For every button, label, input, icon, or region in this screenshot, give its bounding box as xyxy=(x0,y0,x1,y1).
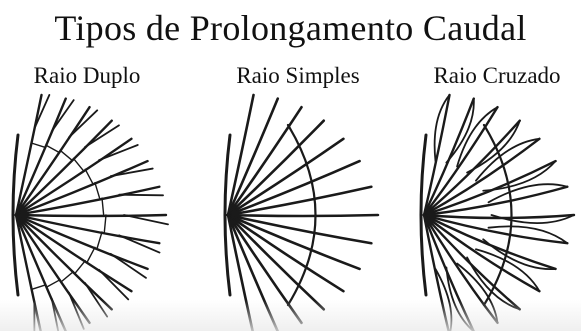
fin-ray xyxy=(422,105,499,217)
fin-ray xyxy=(226,185,373,217)
fin-base-spine xyxy=(223,133,232,297)
fin-ray-cross xyxy=(482,238,557,270)
fin-ray xyxy=(14,159,149,217)
fin-ray-cross xyxy=(487,225,569,245)
fin-ray xyxy=(422,137,541,217)
fin-ray xyxy=(422,93,451,217)
fin-ray-link xyxy=(94,181,101,200)
fin-ray-link xyxy=(72,157,84,172)
fin-ray xyxy=(14,97,67,217)
fin-ray-branch xyxy=(118,193,164,197)
fin-ray-cross xyxy=(433,94,451,162)
fin-ray xyxy=(226,213,361,271)
fin-ray xyxy=(226,93,255,217)
fin-ray xyxy=(14,213,113,311)
background-haze xyxy=(0,300,581,331)
fin-ray xyxy=(226,105,303,217)
fin-ray xyxy=(422,159,557,217)
fin-ray xyxy=(226,213,345,293)
fin-ray-branch xyxy=(109,252,147,279)
fin-ray-link xyxy=(31,284,47,290)
fin-ray xyxy=(14,105,91,217)
fin-label-raio-duplo: Raio Duplo xyxy=(33,63,141,88)
fin-base-spine xyxy=(419,133,428,297)
fin-ray-branch xyxy=(33,94,51,130)
fin-ray xyxy=(226,213,326,311)
fin-ray xyxy=(14,93,43,217)
fin-ray xyxy=(422,213,569,245)
fin-ray-cross xyxy=(490,214,575,225)
fin-ray-link xyxy=(86,246,96,263)
fin-ray-cross xyxy=(475,248,541,293)
fin-ray-branch xyxy=(84,124,120,148)
fin-ray xyxy=(422,213,521,311)
fin-ray-cross xyxy=(482,160,557,192)
fin-label-raio-cruzado: Raio Cruzado xyxy=(433,63,561,88)
fin-ray-link xyxy=(46,278,61,288)
fin-ray xyxy=(14,185,161,217)
fin-ray-link xyxy=(101,197,105,216)
fin-ray-branch xyxy=(50,99,75,133)
fin-ray-cross xyxy=(445,97,475,164)
fin-ray-cross xyxy=(466,119,521,174)
fin-ray-cross xyxy=(487,183,569,204)
fin-ray xyxy=(14,213,161,245)
fin-ray-link xyxy=(60,270,75,283)
fin-label-raio-simples: Raio Simples xyxy=(236,63,360,88)
fin-ray xyxy=(14,213,133,293)
fin-ray-link xyxy=(59,149,73,161)
page-title: Tipos de Prolongamento Caudal xyxy=(54,8,527,48)
fin-ray-branch xyxy=(109,167,154,178)
fin-ray xyxy=(14,137,133,217)
raio-cruzado-fin-illustration xyxy=(419,93,576,331)
fin-ray xyxy=(14,119,113,217)
fin-ray-cross xyxy=(456,106,499,168)
raio-duplo-fin-illustration xyxy=(11,93,169,331)
fin-ray-branch xyxy=(68,109,99,139)
fin-ray xyxy=(226,137,345,217)
fin-ray xyxy=(226,119,326,217)
fin-ray-link xyxy=(103,214,107,234)
fin-ray-branch xyxy=(98,268,130,301)
fin-ray xyxy=(14,213,168,218)
fin-ray-link xyxy=(30,142,46,149)
fin-ray xyxy=(226,97,280,217)
fin-ray xyxy=(14,213,149,271)
fin-ray-link xyxy=(45,144,60,153)
fin-ray xyxy=(226,213,380,218)
fin-ray xyxy=(226,213,373,245)
fin-ray-link xyxy=(96,231,103,249)
raio-simples-fin-illustration xyxy=(223,93,380,331)
fin-outer-arc xyxy=(482,123,513,307)
fin-ray xyxy=(226,159,361,217)
fin-outer-arc xyxy=(286,123,317,307)
fin-ray-link xyxy=(84,168,94,185)
fin-ray xyxy=(422,213,541,293)
fin-ray-branch xyxy=(98,144,139,162)
fin-ray xyxy=(422,185,569,217)
fin-ray-branch xyxy=(118,234,161,254)
fin-ray-link xyxy=(74,260,86,274)
fin-base-spine xyxy=(11,133,20,297)
fin-ray-cross xyxy=(475,137,541,182)
fin-ray-branch xyxy=(123,214,169,226)
